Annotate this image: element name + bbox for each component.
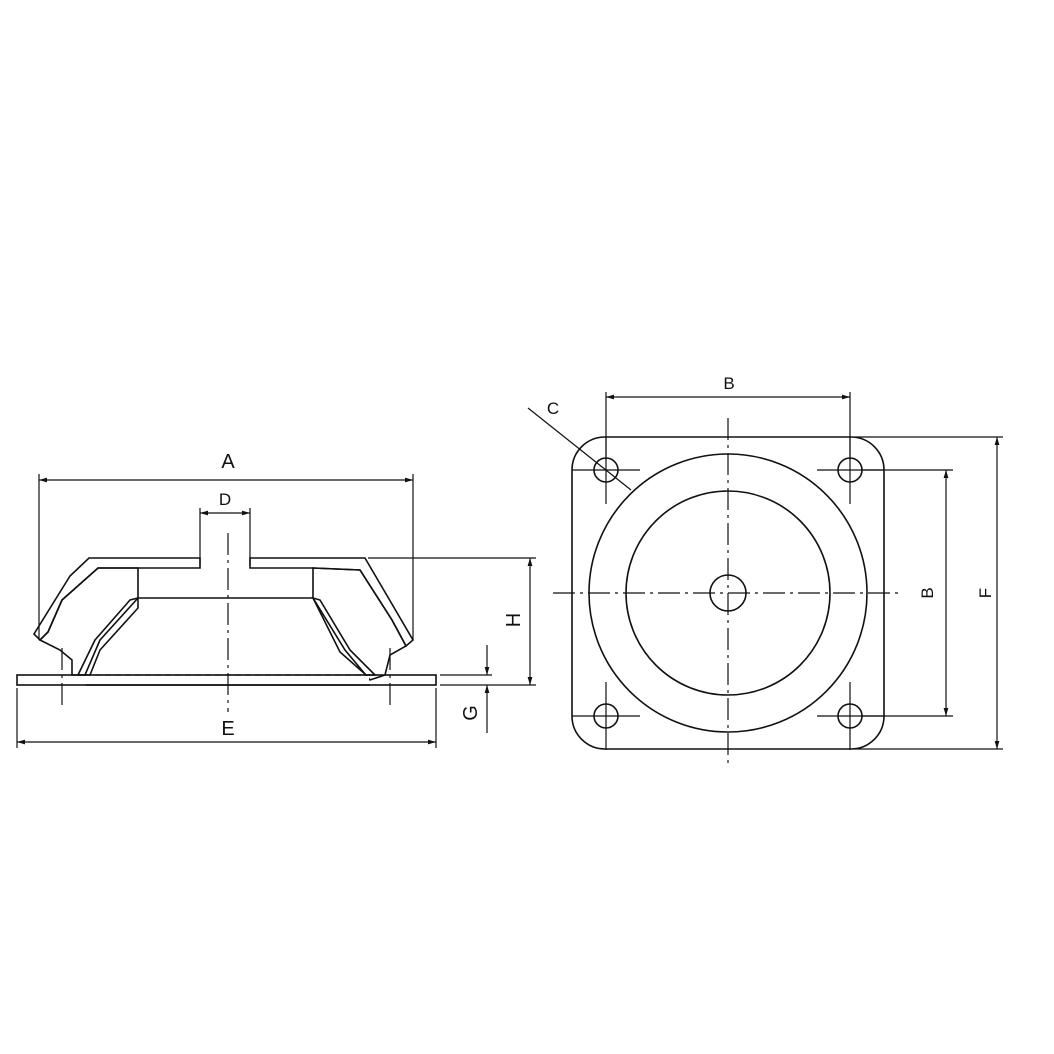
side-section-view: A D E H G <box>16 451 536 748</box>
label-g: G <box>460 705 482 721</box>
rubber-left-inner-plate <box>76 596 139 676</box>
top-view: B C B F <box>527 374 1003 768</box>
label-b-top: B <box>723 374 734 393</box>
rubber-right <box>312 567 408 681</box>
label-a: A <box>221 451 235 473</box>
dimension-c-leader <box>527 407 632 491</box>
top-plate <box>32 557 201 642</box>
top-plate-right <box>249 557 415 648</box>
label-d: D <box>219 490 231 509</box>
rubber-right-outer-layer <box>311 596 377 676</box>
label-b-side: B <box>918 587 937 598</box>
label-f: F <box>976 588 995 598</box>
label-c: C <box>547 399 559 418</box>
label-h: H <box>503 613 525 627</box>
rubber-left <box>38 567 139 676</box>
label-e: E <box>221 718 234 740</box>
